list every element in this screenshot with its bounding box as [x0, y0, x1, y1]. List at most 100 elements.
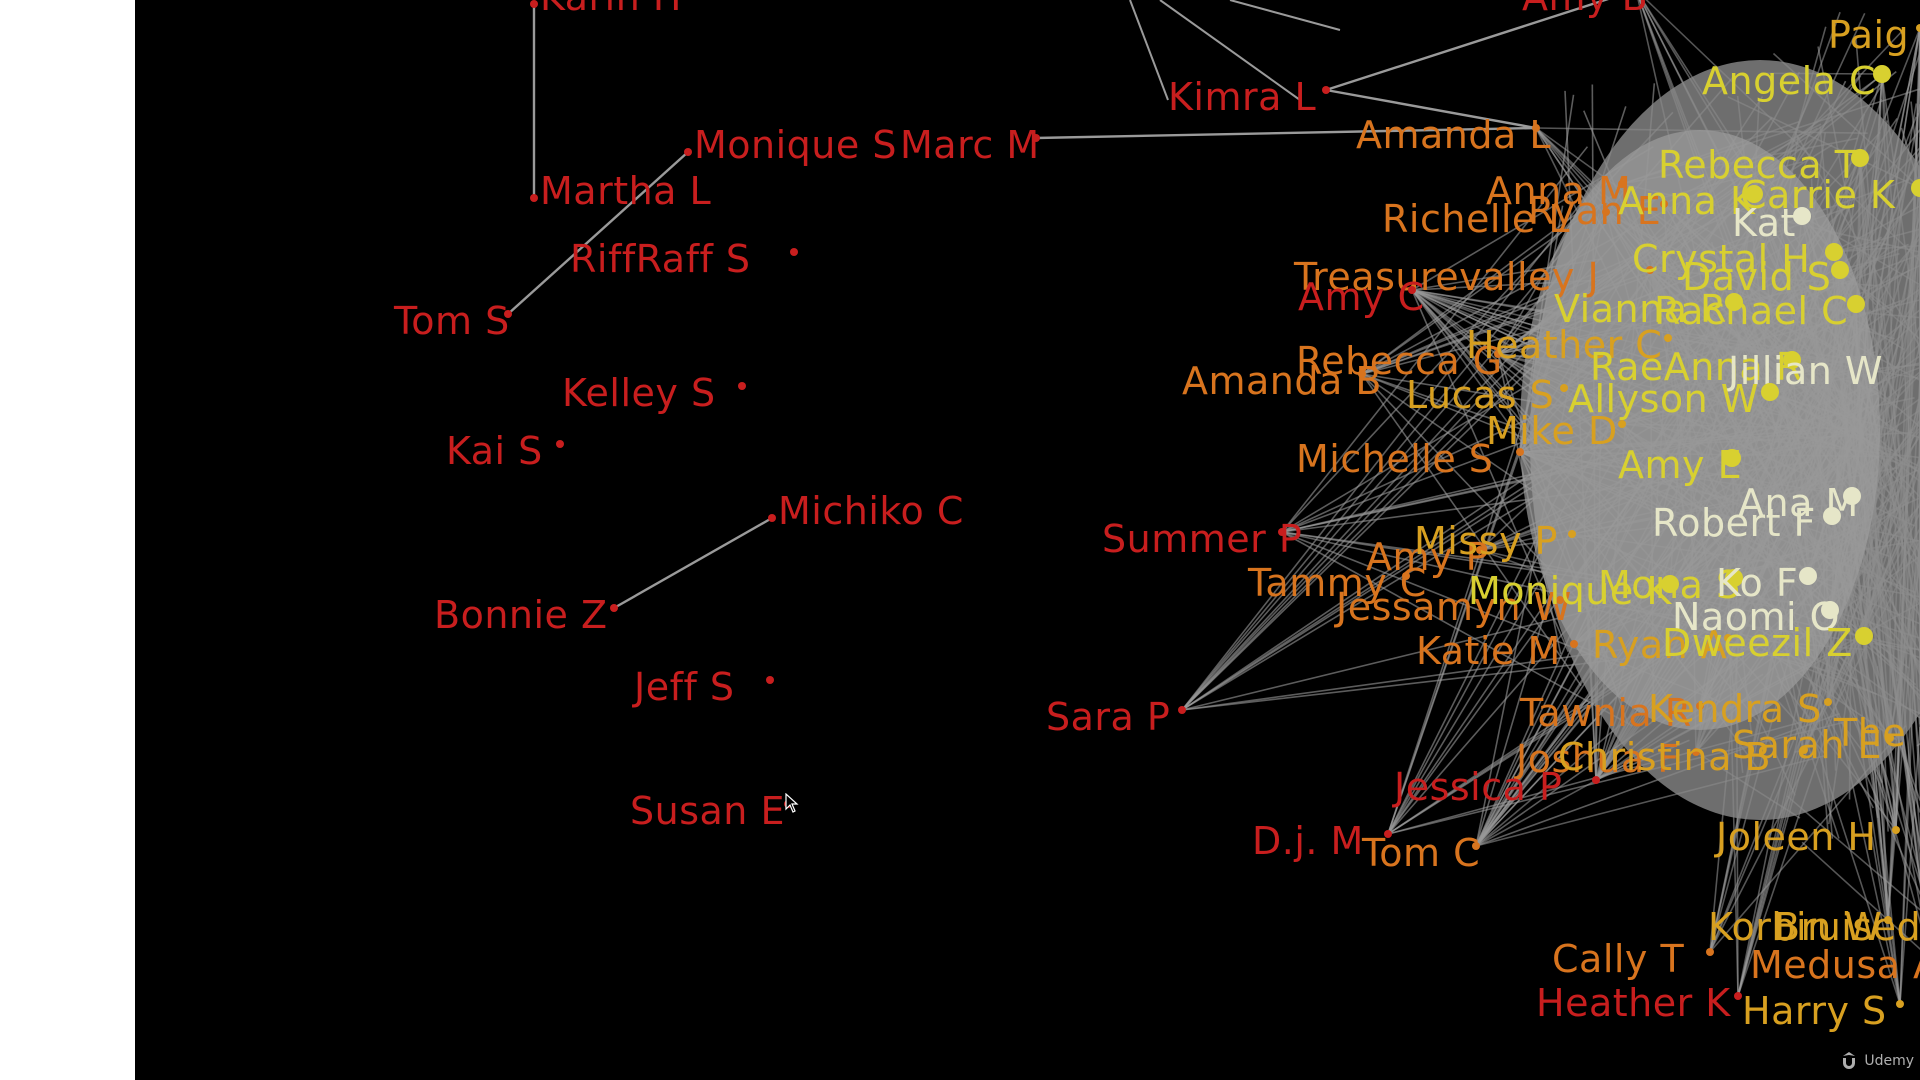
node-dot[interactable]: [1661, 575, 1679, 593]
node-dot[interactable]: [1884, 916, 1892, 924]
node-michelle-s[interactable]: Michelle S: [1296, 437, 1524, 481]
node-monique-s[interactable]: Monique S: [684, 123, 897, 167]
node-kelley-s[interactable]: Kelley S: [562, 371, 746, 415]
node-dot[interactable]: [1723, 449, 1741, 467]
node-carrie-k[interactable]: Carrie K: [1740, 173, 1920, 217]
node-amy-e[interactable]: Amy E: [1618, 443, 1742, 487]
node-dot[interactable]: [530, 194, 538, 202]
node-amy-c[interactable]: Amy C: [1298, 275, 1425, 319]
node-karin-h[interactable]: Karin H: [530, 0, 682, 19]
node-kat-r[interactable]: Kat: [1732, 201, 1811, 245]
node-dot[interactable]: [1570, 640, 1578, 648]
node-dot[interactable]: [556, 440, 564, 448]
node-heather-k[interactable]: Heather K: [1536, 981, 1742, 1025]
node-raeanna-r[interactable]: RaeAnna R: [1590, 345, 1803, 389]
node-dot[interactable]: [1646, 266, 1654, 274]
node-crystal-h[interactable]: Crystal H: [1632, 237, 1843, 281]
node-dot[interactable]: [1783, 351, 1801, 369]
node-dot[interactable]: [1408, 286, 1416, 294]
node-sara-p[interactable]: Sara P: [1046, 695, 1186, 739]
node-amanda-l[interactable]: Amanda L: [1356, 113, 1551, 157]
node-korbin-w[interactable]: Korbin W: [1708, 905, 1892, 949]
node-dot[interactable]: [1358, 370, 1366, 378]
node-dot[interactable]: [1793, 207, 1811, 225]
node-tom-c[interactable]: Tom C: [1361, 831, 1480, 875]
node-robert-f[interactable]: Robert F: [1652, 501, 1841, 545]
node-dot[interactable]: [1745, 185, 1763, 203]
node-dweezil-z[interactable]: Dweezil Z: [1662, 621, 1873, 665]
node-dot[interactable]: [1402, 572, 1410, 580]
node-rebecca-g[interactable]: Rebecca G: [1296, 339, 1503, 383]
node-dot[interactable]: [1911, 179, 1920, 197]
node-harry-s[interactable]: Harry S: [1742, 989, 1904, 1033]
node-dot[interactable]: [1664, 334, 1672, 342]
node-dot[interactable]: [1896, 1000, 1904, 1008]
node-dot[interactable]: [530, 0, 538, 8]
node-susan-e[interactable]: Susan E: [630, 789, 792, 833]
node-dot[interactable]: [1823, 507, 1841, 525]
node-dot[interactable]: [1734, 992, 1742, 1000]
node-dot[interactable]: [1556, 596, 1564, 604]
node-dot[interactable]: [1516, 448, 1524, 456]
node-dot[interactable]: [1592, 776, 1600, 784]
node-dot[interactable]: [1660, 200, 1668, 208]
node-amanda-b[interactable]: Amanda B: [1182, 359, 1382, 403]
node-amy-p[interactable]: Amy P: [1366, 535, 1489, 579]
node-katie-m[interactable]: Katie M: [1416, 629, 1578, 673]
node-kimra-l[interactable]: Kimra L: [1168, 75, 1330, 119]
node-dot[interactable]: [1472, 842, 1480, 850]
node-anna-m[interactable]: Anna M: [1486, 169, 1631, 213]
node-dot[interactable]: [1824, 698, 1832, 706]
node-kai-s[interactable]: Kai S: [446, 429, 564, 473]
node-dot[interactable]: [1476, 546, 1484, 554]
node-dot[interactable]: [1278, 528, 1286, 536]
node-dot[interactable]: [766, 676, 774, 684]
node-tom-s[interactable]: Tom S: [393, 299, 512, 343]
node-dot[interactable]: [1799, 567, 1817, 585]
node-dot[interactable]: [1725, 569, 1743, 587]
node-jeff-s[interactable]: Jeff S: [632, 665, 774, 709]
node-cally-t[interactable]: Cally T: [1552, 937, 1714, 981]
node-rebecca-t[interactable]: Rebecca T: [1658, 143, 1869, 187]
node-ryan-a[interactable]: Ryan A: [1592, 623, 1732, 667]
node-dot[interactable]: [1847, 295, 1865, 313]
node-dot[interactable]: [1706, 948, 1714, 956]
node-mike-d[interactable]: Mike D: [1486, 409, 1626, 453]
node-martha-l[interactable]: Martha L: [530, 169, 711, 213]
node-naomi-o[interactable]: Naomi O: [1672, 595, 1840, 639]
node-dot[interactable]: [790, 248, 798, 256]
node-bonnie-z[interactable]: Bonnie Z: [434, 593, 618, 637]
node-dot[interactable]: [1851, 149, 1869, 167]
node-ko-f[interactable]: Ko F: [1716, 561, 1817, 605]
node-tawnia-r[interactable]: Tawnia R: [1519, 691, 1704, 735]
node-summer-p[interactable]: Summer P: [1102, 517, 1302, 561]
node-dot[interactable]: [1825, 243, 1843, 261]
node-tammy-c[interactable]: Tammy C: [1247, 561, 1427, 605]
node-jillian-w[interactable]: Jillian W: [1726, 349, 1920, 393]
node-dot[interactable]: [504, 310, 512, 318]
node-rachael-c[interactable]: Rachael C: [1654, 289, 1865, 333]
node-ryan-e[interactable]: Ryan E: [1528, 189, 1668, 233]
node-marc-m[interactable]: Marc M: [900, 123, 1040, 167]
node-dot[interactable]: [1178, 706, 1186, 714]
node-missy-p[interactable]: Missy P: [1414, 519, 1576, 563]
node-dj-m[interactable]: D.j. M: [1252, 819, 1392, 863]
node-amy-b[interactable]: Amy B: [1522, 0, 1648, 19]
node-bruise-d[interactable]: Bruised: [1774, 905, 1920, 949]
node-treasurevalley-j[interactable]: Treasurevalley J: [1293, 255, 1654, 299]
node-dot[interactable]: [1892, 826, 1900, 834]
node-the-m[interactable]: The M: [1833, 711, 1920, 755]
node-joleen-h[interactable]: Joleen H: [1714, 815, 1900, 859]
node-dot[interactable]: [1618, 180, 1626, 188]
node-dot[interactable]: [1886, 734, 1894, 742]
node-dot[interactable]: [684, 148, 692, 156]
node-dot[interactable]: [610, 604, 618, 612]
node-dot[interactable]: [1800, 746, 1808, 754]
node-david-s[interactable]: David S: [1682, 255, 1849, 299]
node-anna-k[interactable]: Anna K: [1618, 179, 1763, 223]
node-kendra-s[interactable]: Kendra S: [1648, 687, 1832, 731]
node-richelle-l[interactable]: Richelle L: [1382, 197, 1610, 241]
node-paige[interactable]: Paig: [1828, 13, 1920, 57]
node-lucas-s[interactable]: Lucas S: [1406, 373, 1568, 417]
node-dot[interactable]: [1568, 530, 1576, 538]
